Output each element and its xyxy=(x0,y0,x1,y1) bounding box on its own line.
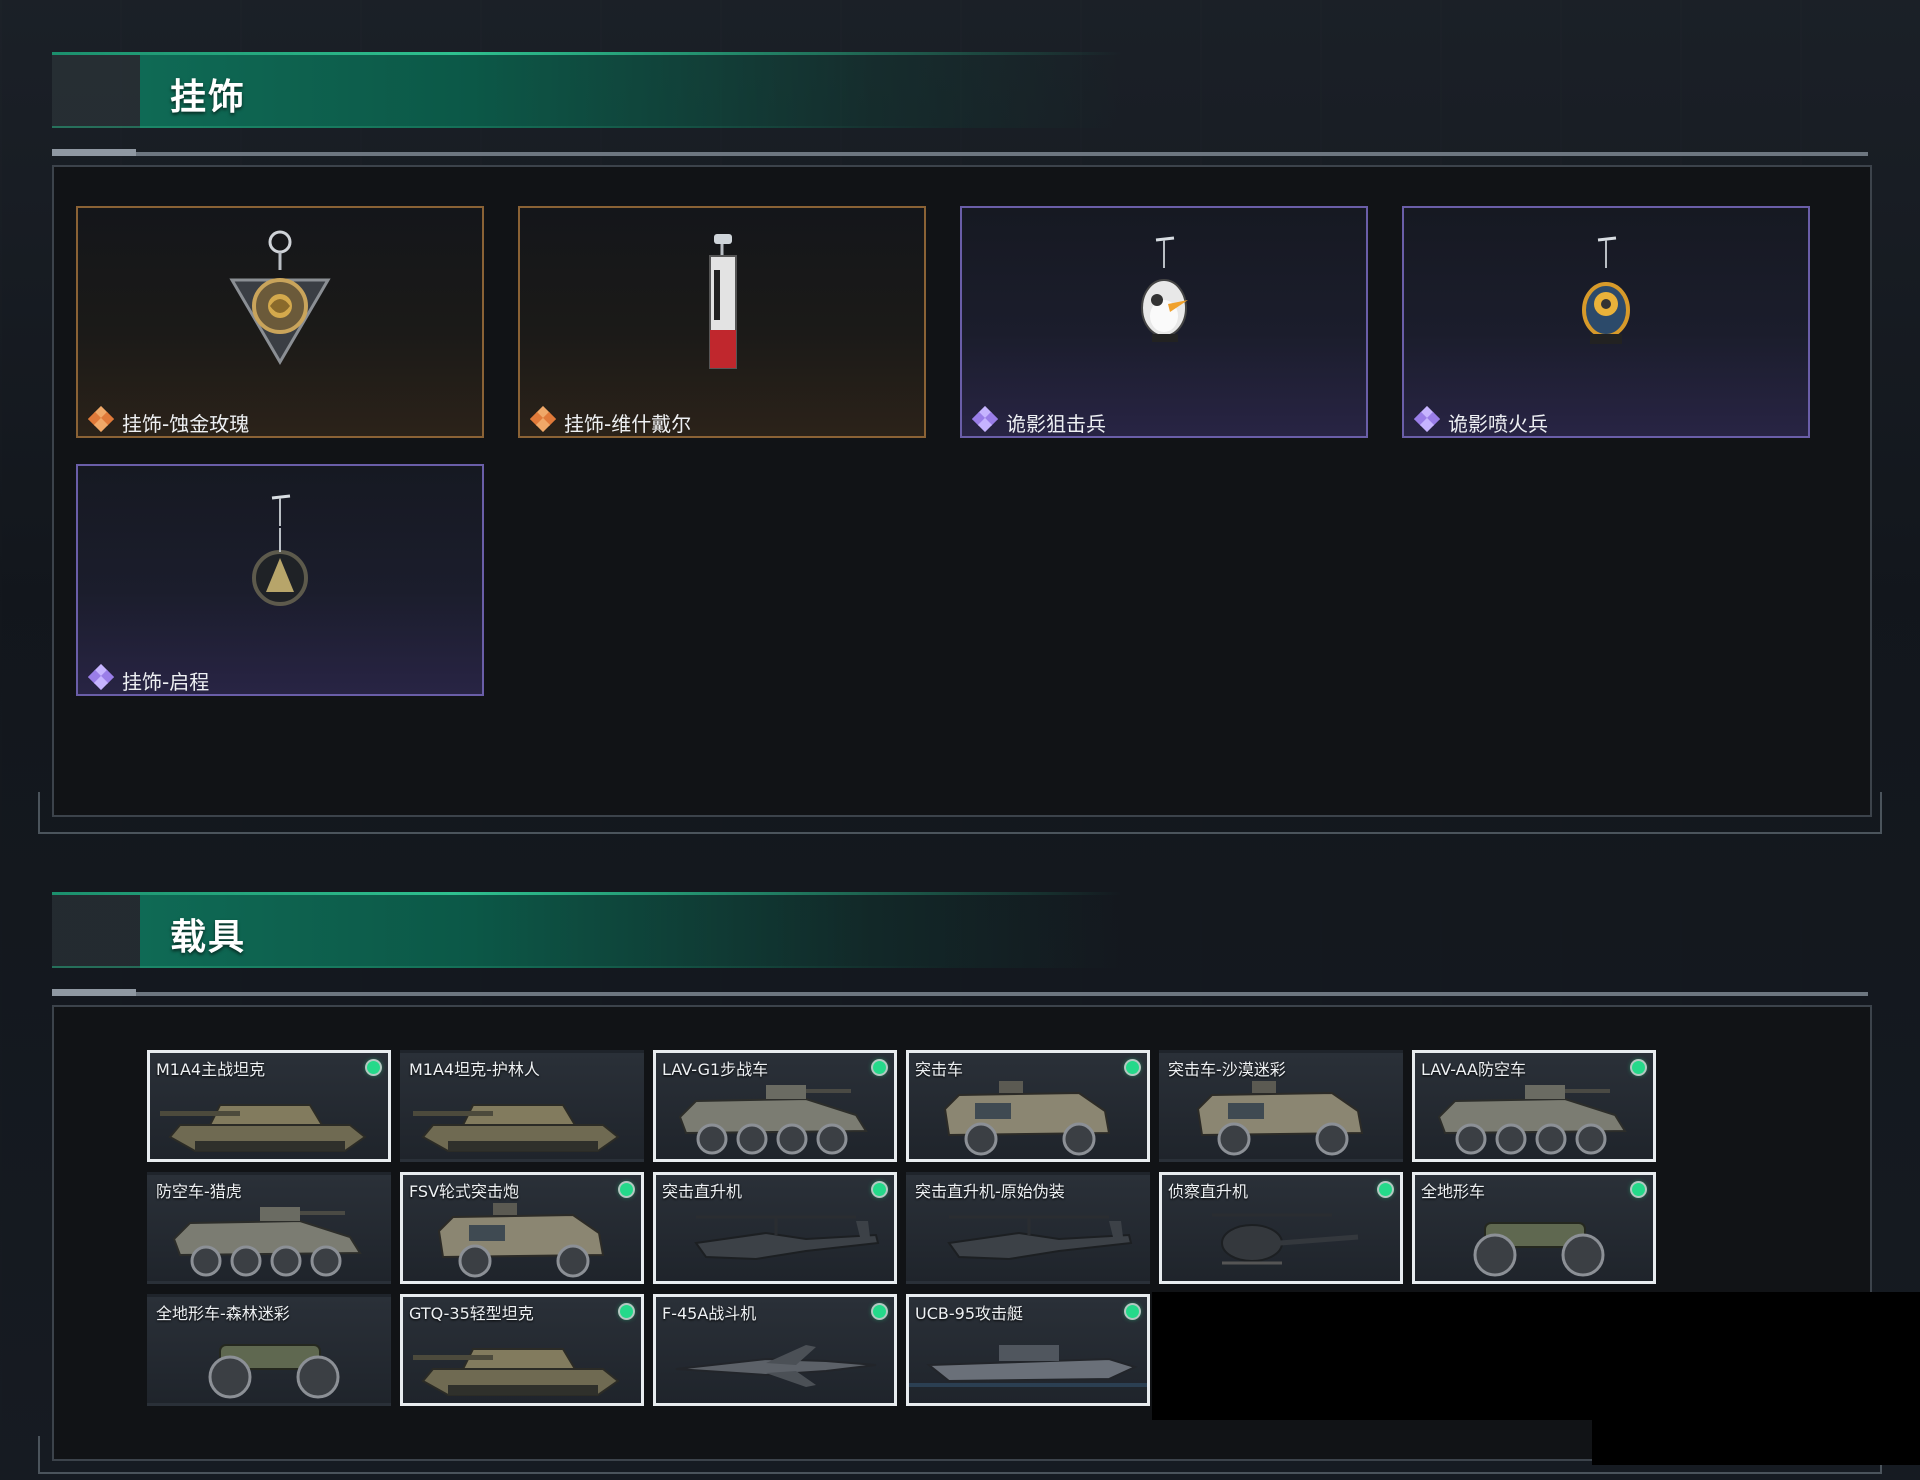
vehicle-name: F-45A战斗机 xyxy=(662,1304,757,1323)
apc-vehicle-icon xyxy=(678,1085,868,1155)
rarity-diamond-icon xyxy=(88,406,114,432)
rarity-diamond-icon xyxy=(530,406,556,432)
vehicle-name: FSV轮式突击炮 xyxy=(409,1182,520,1201)
atv-vehicle-icon xyxy=(1473,1222,1605,1277)
owned-status-dot xyxy=(367,1061,380,1074)
vehicle-name: M1A4坦克-护林人 xyxy=(409,1060,540,1079)
owned-status-dot xyxy=(1379,1183,1392,1196)
vehicle-card[interactable]: LAV-AA防空车 xyxy=(1412,1050,1656,1162)
vehicle-card[interactable]: 防空车-猎虎 xyxy=(147,1172,391,1284)
charm-name: 诡影喷火兵 xyxy=(1448,412,1548,436)
apc-vehicle-icon xyxy=(1437,1085,1627,1155)
vehicle-name: 防空车-猎虎 xyxy=(156,1182,242,1201)
vehicle-card[interactable]: 全地形车-森林迷彩 xyxy=(147,1294,391,1406)
owned-status-dot xyxy=(873,1305,886,1318)
vehicle-card[interactable]: UCB-95攻击艇 xyxy=(906,1294,1150,1406)
charm-name: 诡影狙击兵 xyxy=(1006,412,1106,436)
truck-vehicle-icon xyxy=(437,1203,605,1278)
vehicle-name: 侦察直升机 xyxy=(1168,1182,1249,1201)
vehicle-card[interactable]: LAV-G1步战车 xyxy=(653,1050,897,1162)
vehicle-name: UCB-95攻击艇 xyxy=(915,1304,1023,1323)
tag-charm-icon xyxy=(709,234,737,369)
vehicle-card[interactable]: 突击车 xyxy=(906,1050,1150,1162)
apc-vehicle-icon xyxy=(172,1207,362,1277)
charms-section-title: 挂饰 xyxy=(170,77,247,118)
vehicle-card[interactable]: F-45A战斗机 xyxy=(653,1294,897,1406)
boat-vehicle-icon xyxy=(909,1345,1147,1387)
vehicle-card[interactable]: M1A4主战坦克 xyxy=(147,1050,391,1162)
vehicle-name: M1A4主战坦克 xyxy=(156,1060,266,1079)
rarity-diamond-icon xyxy=(1414,406,1440,432)
owned-status-dot xyxy=(1632,1061,1645,1074)
vehicle-card[interactable]: 突击车-沙漠迷彩 xyxy=(1159,1050,1403,1162)
truck-vehicle-icon xyxy=(1196,1081,1364,1156)
owned-status-dot xyxy=(620,1305,633,1318)
tank-vehicle-icon xyxy=(413,1104,620,1152)
tank-vehicle-icon xyxy=(413,1348,620,1396)
truck-vehicle-icon xyxy=(943,1081,1111,1156)
vehicles-section-title: 载具 xyxy=(170,917,247,958)
owned-status-dot xyxy=(1632,1183,1645,1196)
blackout-area xyxy=(1592,1410,1920,1465)
jet-vehicle-icon xyxy=(675,1345,877,1387)
owned-status-dot xyxy=(1126,1061,1139,1074)
charms-panel-frame xyxy=(38,792,1882,834)
heli-vehicle-icon xyxy=(947,1215,1133,1261)
penguin-sniper-charm-icon xyxy=(1141,236,1188,342)
vehicle-name: 全地形车-森林迷彩 xyxy=(156,1304,290,1323)
atv-vehicle-icon xyxy=(208,1344,340,1399)
charm-card[interactable]: 诡影喷火兵 xyxy=(1402,206,1810,438)
vehicle-name: 突击车 xyxy=(915,1060,964,1079)
owned-status-dot xyxy=(873,1183,886,1196)
owned-status-dot xyxy=(873,1061,886,1074)
vehicle-name: LAV-AA防空车 xyxy=(1421,1060,1526,1079)
vehicle-name: 突击直升机-原始伪装 xyxy=(915,1182,1065,1201)
charm-name: 挂饰-启程 xyxy=(122,670,210,694)
vehicle-name: GTQ-35轻型坦克 xyxy=(409,1304,534,1323)
vehicles-section-divider xyxy=(52,989,1868,996)
scout-vehicle-icon xyxy=(1212,1213,1359,1265)
rarity-diamond-icon xyxy=(972,406,998,432)
charm-card[interactable]: 诡影狙击兵 xyxy=(960,206,1368,438)
charms-section-divider xyxy=(52,149,1868,156)
vehicle-card[interactable]: M1A4坦克-护林人 xyxy=(400,1050,644,1162)
vehicle-card[interactable]: 全地形车 xyxy=(1412,1172,1656,1284)
heli-vehicle-icon xyxy=(694,1215,880,1261)
charm-name: 挂饰-维什戴尔 xyxy=(564,412,692,436)
vehicle-name: 全地形车 xyxy=(1421,1182,1486,1201)
rose-medal-charm-icon xyxy=(229,230,331,365)
vehicle-name: 突击车-沙漠迷彩 xyxy=(1168,1060,1286,1079)
emblem-charm-icon xyxy=(252,494,308,606)
charm-card[interactable]: 挂饰-蚀金玫瑰 xyxy=(76,206,484,438)
vehicle-card[interactable]: GTQ-35轻型坦克 xyxy=(400,1294,644,1406)
vehicle-name: 突击直升机 xyxy=(662,1182,743,1201)
vehicle-card[interactable]: 突击直升机 xyxy=(653,1172,897,1284)
charm-card[interactable]: 挂饰-维什戴尔 xyxy=(518,206,926,438)
penguin-flamer-charm-icon xyxy=(1582,236,1630,344)
vehicle-card[interactable]: FSV轮式突击炮 xyxy=(400,1172,644,1284)
tank-vehicle-icon xyxy=(160,1104,367,1152)
charms-section-header: 挂饰 xyxy=(52,52,1122,128)
vehicle-card[interactable]: 侦察直升机 xyxy=(1159,1172,1403,1284)
vehicles-section-header: 载具 xyxy=(52,892,1122,968)
blackout-area xyxy=(1152,1292,1920,1420)
charm-card[interactable]: 挂饰-启程 xyxy=(76,464,484,696)
vehicle-card[interactable]: 突击直升机-原始伪装 xyxy=(906,1172,1150,1284)
charm-name: 挂饰-蚀金玫瑰 xyxy=(122,412,250,436)
vehicle-name: LAV-G1步战车 xyxy=(662,1060,769,1079)
owned-status-dot xyxy=(1126,1305,1139,1318)
rarity-diamond-icon xyxy=(88,664,114,690)
owned-status-dot xyxy=(620,1183,633,1196)
